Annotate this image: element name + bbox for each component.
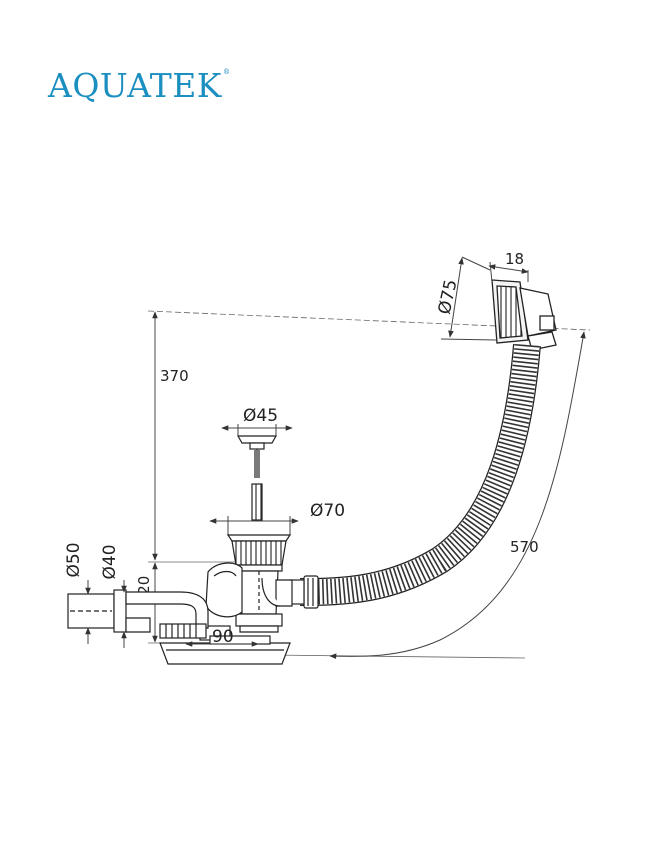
plug-assembly [236, 435, 278, 521]
registered-mark: ® [222, 68, 231, 76]
dimension-18 [488, 261, 529, 283]
brand-name: AQUATEK [48, 66, 222, 105]
label-18: 18 [505, 250, 524, 268]
label-overflow-diameter: Ø75 [435, 278, 462, 316]
overflow-cover [491, 279, 557, 351]
corrugated-hose [299, 343, 541, 606]
brand-logo: AQUATEK® [48, 66, 230, 105]
trap-body [159, 562, 291, 665]
label-570: 570 [510, 538, 539, 556]
outlet-pipe [67, 589, 209, 639]
label-outlet-outer: Ø50 [64, 542, 84, 577]
drain-elbow [261, 577, 293, 607]
drain-body [226, 534, 292, 633]
label-370: 370 [160, 367, 189, 385]
label-90: 90 [212, 627, 234, 647]
label-plug-diameter: Ø45 [243, 406, 278, 426]
dimension-45 [221, 424, 293, 436]
dimension-70 [209, 516, 299, 535]
label-drain-diameter: Ø70 [310, 501, 345, 521]
dimension-570 [329, 331, 586, 660]
hose-fitting [289, 575, 319, 609]
label-outlet-inner: Ø40 [100, 544, 120, 579]
